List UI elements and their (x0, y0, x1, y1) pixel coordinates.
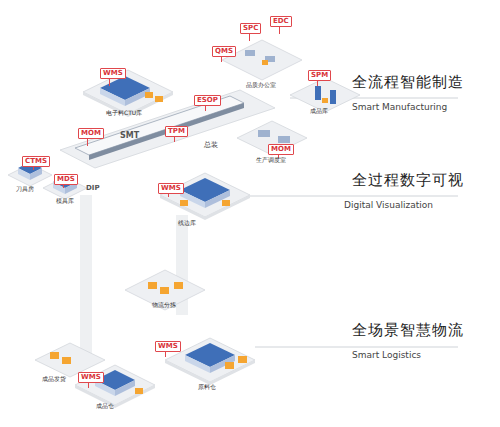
tag-text: SPC (243, 24, 258, 32)
tag-text: WMS (81, 373, 101, 381)
tag-text: QMS (215, 47, 233, 55)
area-name: 品质办公室 (246, 82, 276, 89)
system-tag: WMS (78, 372, 104, 383)
section-subheading: Smart Logistics (352, 351, 421, 361)
tag-text: WMS (103, 69, 123, 77)
tag-text: MDS (57, 175, 75, 183)
system-tag: EDC (270, 16, 292, 27)
pillar (80, 195, 92, 365)
tag-text: SPM (311, 71, 328, 79)
area-name: 模具库 (56, 198, 74, 205)
section-subheading: Digital Visualization (344, 201, 433, 211)
system-tag: SPM (308, 70, 331, 81)
system-tag: TPM (165, 126, 188, 137)
system-tag: QMS (212, 46, 236, 57)
buildings (18, 50, 336, 396)
section-heading: 全场景智慧物流 (352, 322, 464, 339)
system-tag: CTMS (22, 156, 50, 167)
platform-sides (75, 92, 255, 408)
system-tag: ESOP (194, 95, 221, 106)
system-tag: WMS (158, 183, 184, 194)
system-tag: WMS (155, 341, 181, 352)
line-name: DIP (86, 185, 100, 193)
area-name: 成品发货 (42, 376, 66, 383)
area-name: 刀具房 (16, 186, 34, 193)
area-name: 生产调度室 (256, 157, 286, 164)
leader-line (255, 347, 458, 348)
tag-text: CTMS (25, 157, 47, 165)
tag-text: TPM (168, 127, 185, 135)
area-name: 成品库 (310, 108, 328, 115)
system-tag: SPC (240, 23, 261, 34)
tag-text: WMS (161, 184, 181, 192)
tag-text: WMS (158, 342, 178, 350)
section-subheading: Smart Manufacturing (352, 103, 447, 113)
section-heading: 全流程智能制造 (352, 74, 464, 91)
area-name: 线边库 (178, 220, 196, 227)
tag-text: MOM (271, 145, 291, 153)
area-name: 成品仓 (96, 403, 114, 410)
system-tag: MOM (78, 128, 104, 139)
area-name: 物流分拣 (152, 302, 176, 309)
cargo-boxes (50, 60, 328, 394)
area-name: 电子料CTU库 (106, 110, 142, 117)
platforms (8, 40, 360, 405)
tag-poles (33, 24, 318, 388)
system-tag: WMS (100, 68, 126, 79)
system-tag: MOM (268, 144, 294, 155)
line-name: SMT (120, 132, 139, 141)
area-name: 总装 (204, 142, 218, 150)
tag-text: ESOP (197, 96, 218, 104)
leader-line (240, 196, 458, 197)
area-name: 原料仓 (198, 384, 216, 391)
section-heading: 全过程数字可视 (352, 172, 464, 189)
tag-text: MOM (81, 129, 101, 137)
tag-text: EDC (273, 17, 289, 25)
system-tag: MDS (54, 174, 78, 185)
